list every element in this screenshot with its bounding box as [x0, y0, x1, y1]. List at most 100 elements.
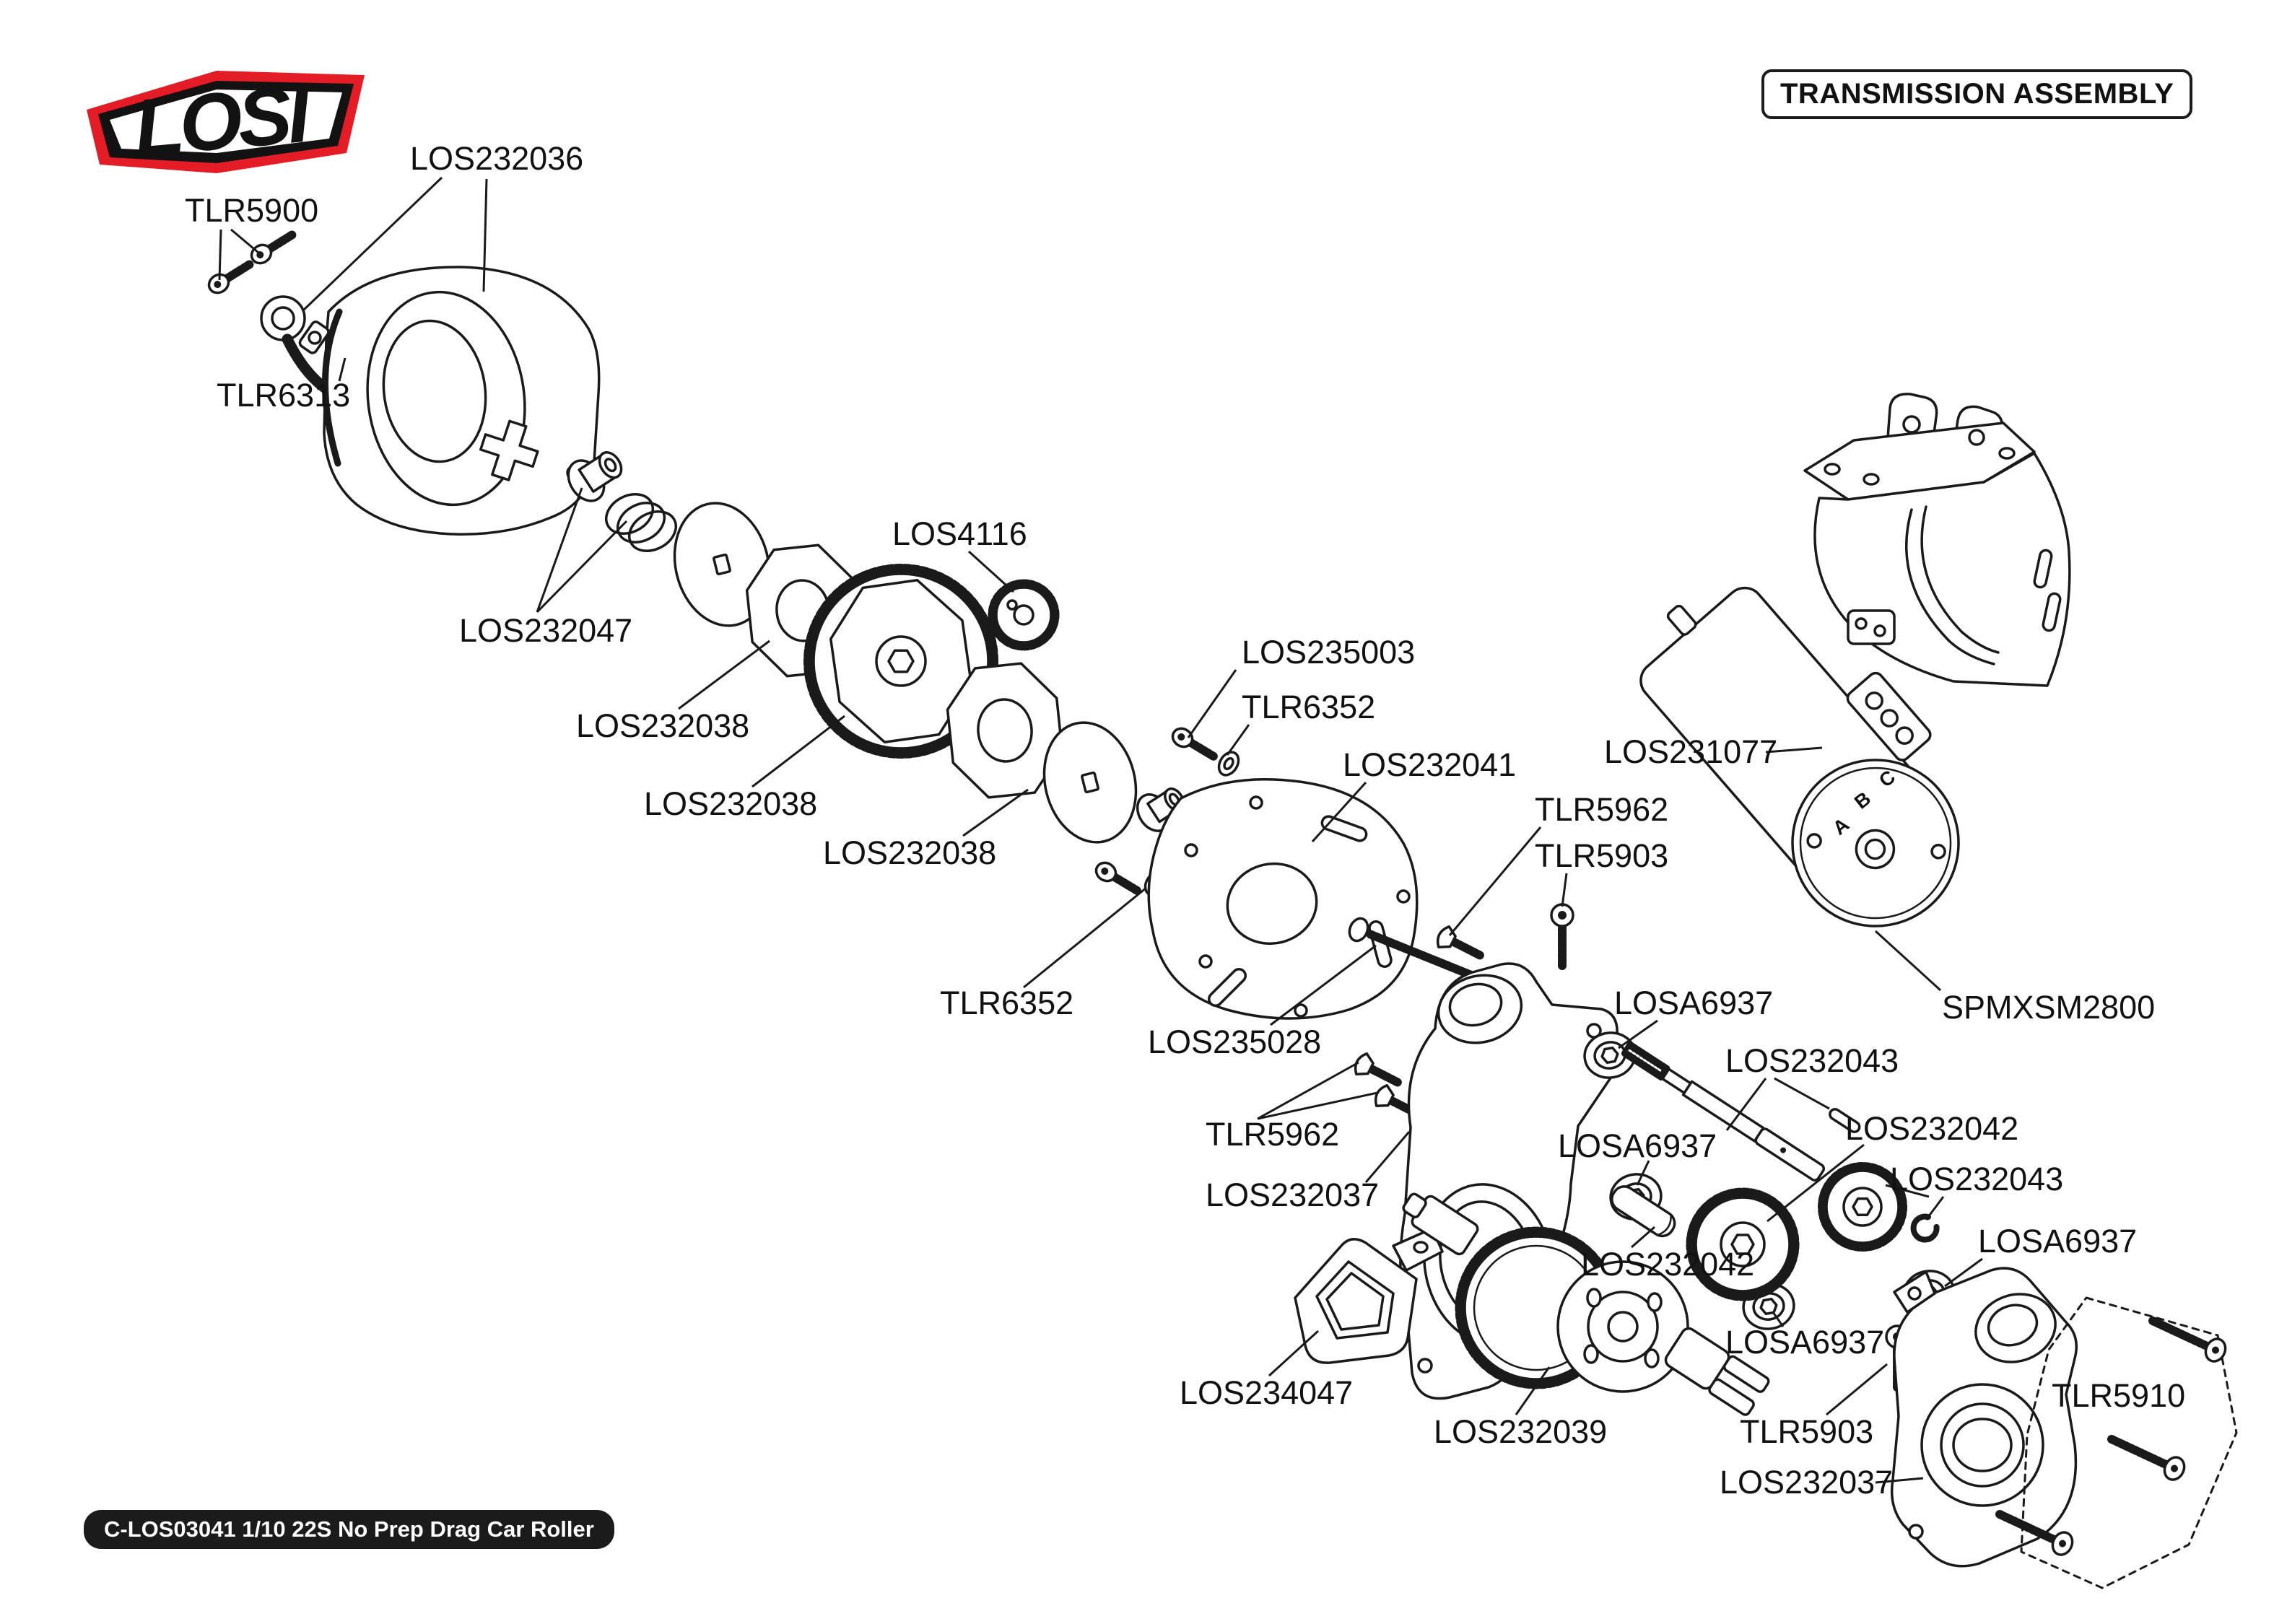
part-label-LOS232047: LOS232047 — [459, 612, 633, 649]
leader-line — [536, 520, 628, 614]
spacer-los232042 — [1611, 1185, 1676, 1238]
screw-tlr5962-icon — [1351, 1052, 1403, 1093]
part-label-TLR6352: TLR6352 — [1242, 689, 1376, 725]
part-label-SPMXSM2800: SPMXSM2800 — [1942, 989, 2156, 1026]
leader-line — [302, 176, 443, 312]
page-title: TRANSMISSION ASSEMBLY — [1761, 69, 2193, 119]
part-label-LOS232039: LOS232039 — [1434, 1413, 1608, 1450]
part-label-LOS232042: LOS232042 — [1845, 1110, 2019, 1147]
losi-logo: LOSI — [87, 68, 365, 173]
leader-line — [1765, 746, 1823, 754]
kit-badge: C-LOS03041 1/10 22S No Prep Drag Car Rol… — [84, 1510, 614, 1549]
motor-spmxsm2800: A B C — [1639, 586, 1960, 927]
optional-screws-outline — [2020, 1296, 2238, 1589]
part-label-LOS232038: LOS232038 — [644, 785, 818, 822]
leader-line — [1257, 1061, 1359, 1120]
leader-line — [1874, 930, 1942, 992]
part-label-TLR6313: TLR6313 — [217, 377, 351, 414]
leader-line — [752, 715, 845, 788]
part-label-TLR5910: TLR5910 — [2052, 1377, 2186, 1414]
leader-line — [1618, 1019, 1658, 1049]
screw-tlr5900-icon — [248, 227, 297, 266]
losi-logo-text: LOSI — [131, 68, 315, 173]
screw-small-icon — [1093, 860, 1141, 899]
leader-line — [1270, 944, 1377, 1026]
leader-line — [482, 178, 488, 292]
part-label-LOSA6937: LOSA6937 — [1725, 1324, 1885, 1361]
leader-line — [1772, 1311, 1785, 1327]
leader-line — [1311, 781, 1367, 843]
slipper-pad-part — [946, 662, 1064, 799]
leader-line — [1944, 1257, 1983, 1288]
spool-diff-los232039 — [1402, 1192, 1770, 1416]
leader-line — [1725, 1078, 1767, 1131]
leader-line — [1925, 1196, 1945, 1221]
leader-line — [1515, 1366, 1551, 1415]
gearbox-brace-los234047 — [1294, 1227, 1444, 1364]
part-label-LOS231077: LOS231077 — [1604, 733, 1778, 770]
screw-tlr5903-icon — [1551, 904, 1573, 966]
part-label-LOS235003: LOS235003 — [1242, 634, 1416, 671]
part-label-TLR5900: TLR5900 — [185, 192, 319, 229]
spur-gear-part — [803, 564, 998, 759]
roll-pin-los232043 — [1829, 1108, 1861, 1133]
leader-line — [1448, 826, 1542, 936]
screw-tlr5910-icon — [2107, 1428, 2187, 1483]
slipper-plate-part — [673, 502, 771, 627]
part-label-LOS232037: LOS232037 — [1720, 1464, 1894, 1501]
leader-line — [218, 229, 222, 281]
slipper-housing-los232036 — [298, 266, 601, 536]
slipper-nut-los232047 — [567, 451, 623, 502]
motor-plate-los232041 — [1147, 777, 1419, 1020]
top-shaft-los232043 — [1621, 1042, 1826, 1182]
pinion-gear-los4116 — [988, 579, 1060, 651]
leader-line — [1561, 873, 1568, 907]
part-label-TLR5962: TLR5962 — [1535, 791, 1669, 828]
part-label-LOS232043: LOS232043 — [1890, 1161, 2064, 1197]
leader-line — [536, 487, 583, 613]
gearbox-case-right-los232037 — [1890, 1267, 2078, 1568]
slipper-plate-part — [1042, 721, 1138, 844]
part-label-LOS4116: LOS4116 — [892, 515, 1027, 552]
leader-line — [230, 228, 259, 254]
c-clip — [1910, 1213, 1940, 1243]
leader-line — [1631, 1226, 1655, 1249]
leader-line — [1636, 1160, 1650, 1186]
motor-mount-los231077 — [1803, 393, 2071, 687]
leader-line — [1364, 1131, 1411, 1183]
leader-line — [1023, 886, 1147, 989]
leader-line — [1826, 1363, 1888, 1416]
part-label-LOS232041: LOS232041 — [1343, 746, 1517, 783]
part-label-LOS232038: LOS232038 — [576, 707, 750, 744]
screw-tlr5900-icon — [206, 257, 254, 296]
part-label-TLR5962: TLR5962 — [1206, 1116, 1340, 1153]
part-label-TLR5903: TLR5903 — [1535, 837, 1669, 874]
slipper-spring-los232047 — [605, 493, 677, 552]
leader-lines-layer — [218, 176, 1983, 1484]
part-label-LOSA6937: LOSA6937 — [1978, 1223, 2138, 1260]
leader-line — [1875, 1477, 1924, 1484]
part-label-LOS232036: LOS232036 — [410, 140, 584, 177]
leader-line — [967, 550, 1015, 593]
part-label-LOSA6937: LOSA6937 — [1558, 1127, 1717, 1164]
part-label-LOS235028: LOS235028 — [1148, 1023, 1322, 1060]
part-label-LOS232042: LOS232042 — [1581, 1246, 1755, 1283]
leader-line — [1767, 1143, 1865, 1223]
leader-line — [962, 788, 1029, 837]
idler-gear-los232042 — [1686, 1187, 1800, 1301]
part-label-LOSA6937: LOSA6937 — [1614, 985, 1774, 1021]
drive-gear-los232043 — [1818, 1162, 1907, 1252]
leader-line — [1226, 724, 1250, 756]
leader-line — [1774, 1077, 1830, 1110]
part-label-TLR5903: TLR5903 — [1740, 1413, 1874, 1450]
part-label-TLR6352: TLR6352 — [940, 985, 1074, 1021]
leader-line — [1885, 1184, 1930, 1198]
leader-line — [1187, 669, 1237, 738]
leader-line — [1257, 1091, 1378, 1120]
part-label-LOS232043: LOS232043 — [1725, 1042, 1899, 1079]
leader-line — [1268, 1330, 1320, 1377]
part-label-LOS232038: LOS232038 — [823, 834, 997, 871]
leader-line — [338, 357, 347, 382]
